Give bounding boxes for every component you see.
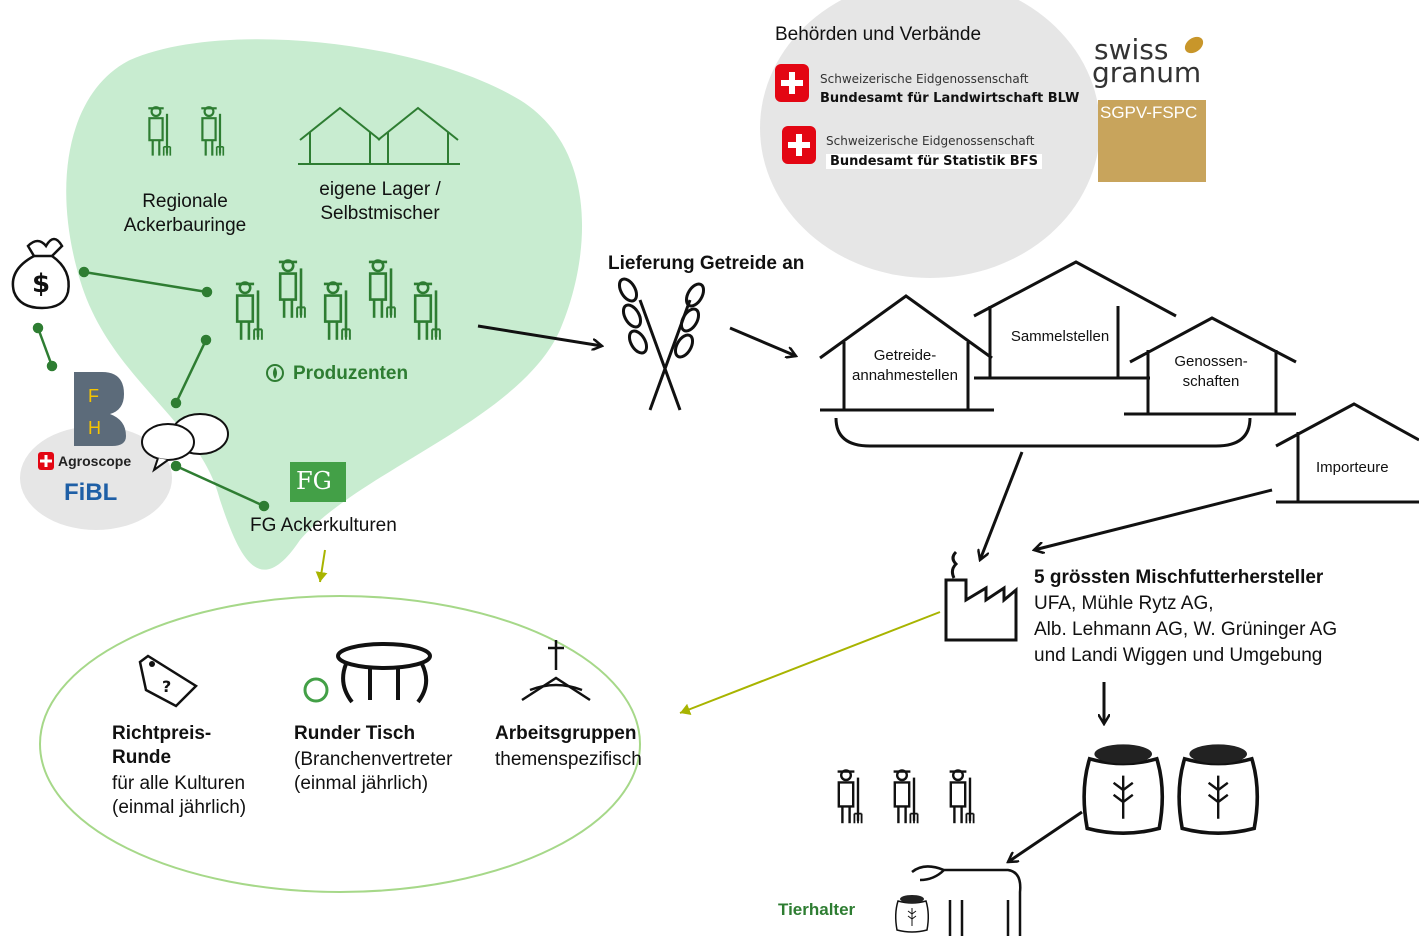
producers-label: Produzenten	[293, 363, 409, 384]
storage-houses-icon	[298, 106, 460, 165]
sgpv-logo-box	[1098, 100, 1206, 182]
fibl-logo: FiBL	[64, 479, 118, 506]
fh-letter-h: H	[88, 418, 101, 438]
swiss-granum-logo-line2: granum	[1092, 56, 1202, 89]
dollar-sign-icon: $	[32, 269, 50, 299]
wheat-icon	[617, 277, 706, 411]
research-group-circle	[20, 426, 172, 530]
fg-ackerkulturen-label: FG Ackerkulturen	[250, 515, 397, 536]
collection-buildings	[819, 260, 1297, 448]
fh-logo	[74, 372, 126, 446]
livestock-farmers-icon	[836, 769, 975, 825]
richtpreis-title: Richtpreis- Runde	[112, 723, 212, 768]
price-tag-icon	[138, 654, 198, 708]
blw-cross-h	[781, 80, 803, 86]
arbeitsgruppen-title: Arbeitsgruppen	[495, 723, 637, 744]
collector-getreideannahmestellen: Getreide- annahmestellen	[852, 347, 958, 384]
blw-line1: Schweizerische Eidgenossenschaft	[820, 72, 1029, 86]
money-bag-icon	[11, 237, 70, 310]
speech-bubbles-icon	[141, 413, 229, 473]
tierhalter-label: Tierhalter	[778, 900, 856, 919]
storage-label: eigene Lager / Selbstmischer	[319, 179, 441, 224]
runder-tisch-title: Runder Tisch	[294, 723, 416, 744]
authorities-title: Behörden und Verbände	[775, 24, 982, 45]
collector-genossenschaften: Genossen- schaften	[1174, 353, 1248, 390]
feed-line-2: Alb. Lehmann AG, W. Grüninger AG	[1034, 619, 1338, 640]
factory-icon	[944, 550, 1018, 642]
feed-sacks-icon	[1082, 742, 1260, 836]
flow-arrows	[477, 324, 1273, 862]
bfs-cross-h	[788, 142, 810, 148]
authorities-circle	[760, 0, 1100, 278]
feed-line-3: und Landi Wiggen und Umgebung	[1034, 645, 1323, 666]
small-sack-icon	[894, 894, 930, 933]
bfs-line1: Schweizerische Eidgenossenschaft	[826, 134, 1035, 148]
forums-ellipse	[39, 595, 641, 893]
richtpreis-sub: für alle Kulturen (einmal jährlich)	[112, 773, 247, 818]
swiss-granum-logo-line1: swiss	[1094, 33, 1169, 66]
feed-line-1: UFA, Mühle Rytz AG,	[1034, 593, 1214, 614]
sgpv-logo-text: SGPV-FSPC	[1100, 103, 1198, 122]
collector-sammelstellen: Sammelstellen	[1010, 328, 1110, 345]
regional-ackerbauringe-label: Regionale Ackerbauringe	[123, 191, 247, 236]
delivery-label: Lieferung Getreide an	[608, 253, 805, 274]
importer-house	[1275, 402, 1419, 504]
question-mark-icon: ?	[162, 677, 171, 696]
runder-tisch-sub: (Branchenvertreter (einmal jährlich)	[294, 749, 453, 794]
feed-producers-title: 5 grössten Mischfutterhersteller	[1034, 567, 1324, 588]
workgroup-hands-icon	[521, 640, 591, 702]
olive-arrows	[315, 549, 941, 715]
round-table-icon	[336, 642, 432, 704]
agroscope-label: Agroscope	[58, 453, 132, 469]
arbeitsgruppen-sub: themenspezifisch	[495, 749, 642, 770]
bfs-line2: Bundesamt für Statistik BFS	[826, 154, 1042, 169]
bio-bud-icon-2	[303, 677, 329, 703]
bio-bud-icon	[266, 364, 284, 382]
cow-icon	[911, 865, 1022, 936]
blw-line2: Bundesamt für Landwirtschaft BLW	[820, 91, 1080, 106]
fg-badge	[290, 462, 346, 502]
network-connectors	[32, 266, 270, 512]
fg-badge-text: FG	[296, 467, 332, 495]
fh-letter-f: F	[88, 386, 99, 406]
importers-label: Importeure	[1316, 459, 1389, 476]
